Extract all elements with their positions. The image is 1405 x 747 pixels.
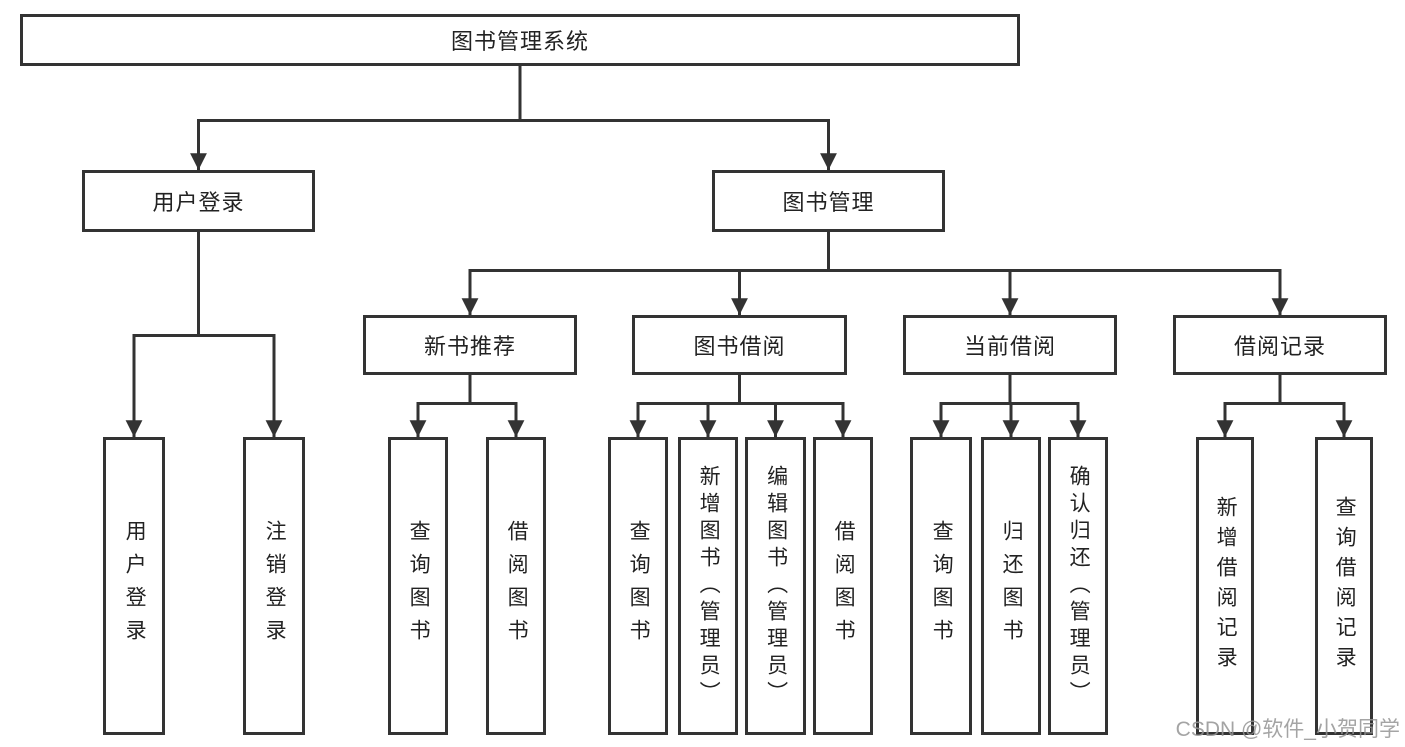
node-current-borrow: 当前借阅: [903, 315, 1117, 375]
connector-book-management: [461, 232, 1289, 315]
node-label: 注销登录: [263, 520, 287, 652]
connector-book-borrow: [629, 375, 852, 437]
node-label: 借阅图书: [832, 520, 856, 652]
leaf-user-login: 用户登录: [103, 437, 165, 735]
leaf-return-books: 归还图书: [981, 437, 1041, 735]
leaf-add-borrow-record: 新增借阅记录: [1196, 437, 1254, 735]
node-user-login: 用户登录: [82, 170, 315, 232]
node-label: 编辑图书（管理员）: [764, 464, 788, 708]
leaf-add-books-admin: 新增图书（管理员）: [678, 437, 738, 735]
node-root: 图书管理系统: [20, 14, 1020, 66]
leaf-query-books-current: 查询图书: [910, 437, 972, 735]
leaf-query-books-recommend: 查询图书: [388, 437, 448, 735]
node-label: 查询图书: [627, 520, 651, 652]
leaf-confirm-return-admin: 确认归还（管理员）: [1048, 437, 1108, 735]
connector-user-login: [125, 232, 283, 437]
connector-root: [190, 66, 837, 170]
node-label: 新增图书（管理员）: [697, 464, 721, 708]
node-label: 图书借阅: [693, 334, 786, 359]
connector-current-borrow: [932, 375, 1087, 437]
node-label: 图书管理系统: [450, 29, 589, 54]
node-label: 图书管理: [782, 190, 875, 215]
node-label: 查询图书: [407, 520, 431, 652]
connector-borrow-records: [1216, 375, 1353, 437]
leaf-edit-books-admin: 编辑图书（管理员）: [745, 437, 806, 735]
csdn-watermark: CSDN @软件_小贺同学: [1175, 718, 1400, 741]
node-label: 新增借阅记录: [1214, 496, 1238, 676]
node-book-management: 图书管理: [712, 170, 945, 232]
node-label: 用户登录: [123, 520, 147, 652]
leaf-query-borrow-record: 查询借阅记录: [1315, 437, 1373, 735]
node-book-borrow: 图书借阅: [632, 315, 847, 375]
node-label: 用户登录: [152, 190, 245, 215]
node-label: 借阅记录: [1233, 334, 1326, 359]
node-label: 确认归还（管理员）: [1067, 464, 1091, 708]
leaf-borrow-books: 借阅图书: [813, 437, 873, 735]
node-label: 当前借阅: [963, 334, 1056, 359]
node-label: 借阅图书: [505, 520, 529, 652]
node-new-book-recommend: 新书推荐: [363, 315, 577, 375]
node-label: 新书推荐: [423, 334, 516, 359]
leaf-logout: 注销登录: [243, 437, 305, 735]
node-label: 归还图书: [1000, 520, 1024, 652]
leaf-query-books-borrow: 查询图书: [608, 437, 668, 735]
node-label: 查询图书: [930, 520, 954, 652]
connector-new-book: [409, 375, 525, 437]
node-borrow-records: 借阅记录: [1173, 315, 1387, 375]
node-label: 查询借阅记录: [1333, 496, 1357, 676]
leaf-borrow-books-recommend: 借阅图书: [486, 437, 546, 735]
